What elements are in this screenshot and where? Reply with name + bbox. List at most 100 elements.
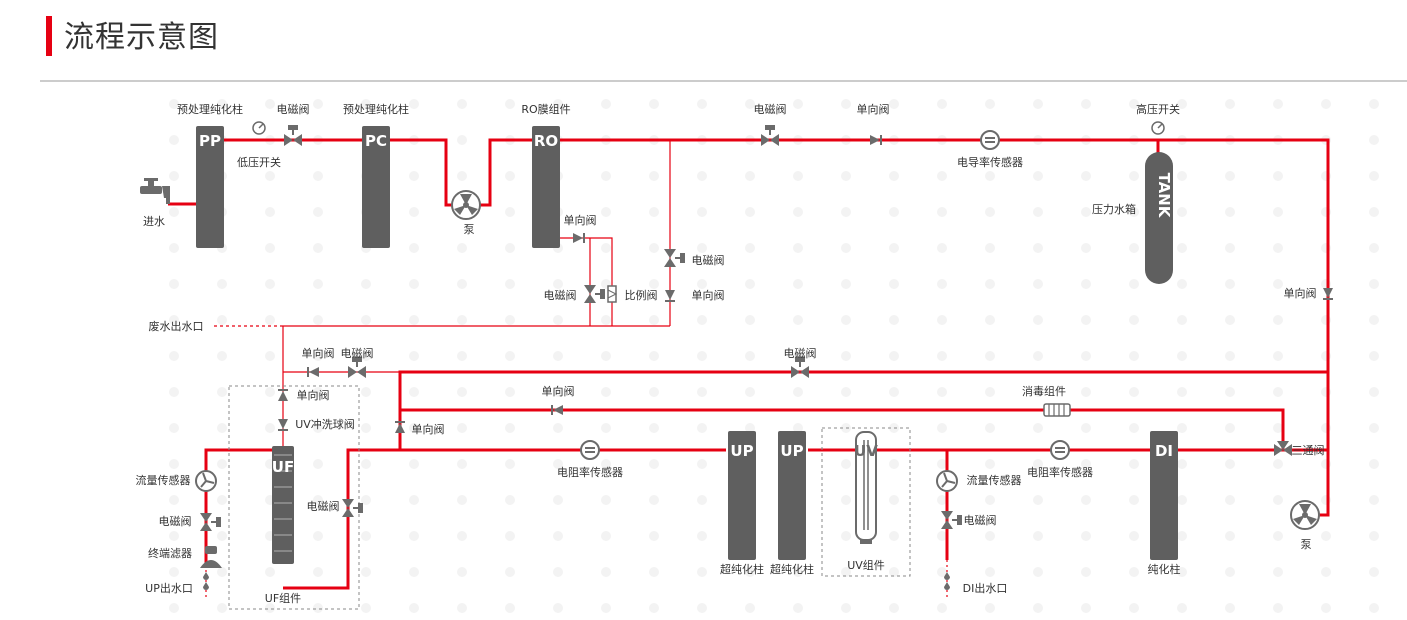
watermark-dot [457, 567, 467, 577]
watermark-dot [1369, 315, 1379, 325]
watermark-dot [553, 603, 563, 613]
uv-flush-valve-icon [278, 419, 288, 431]
watermark-dot [169, 603, 179, 613]
watermark-dot [553, 531, 563, 541]
check-valve-label-5: 单向阀 [302, 346, 335, 360]
watermark-dot [169, 207, 179, 217]
watermark-dot [457, 423, 467, 433]
watermark-dot [1369, 207, 1379, 217]
watermark-dot [1033, 459, 1043, 469]
watermark-dot [601, 171, 611, 181]
watermark-dot [745, 567, 755, 577]
watermark-dot [1177, 387, 1187, 397]
svg-text:UF: UF [272, 458, 294, 476]
watermark-dot [601, 567, 611, 577]
pump-label-1: 泵 [464, 223, 475, 236]
watermark-dot [793, 279, 803, 289]
watermark-dot [553, 279, 563, 289]
watermark-dot [937, 99, 947, 109]
watermark-dot [1177, 495, 1187, 505]
watermark-dot [697, 243, 707, 253]
watermark-dot [169, 567, 179, 577]
watermark-dot [649, 99, 659, 109]
watermark-dot [1081, 351, 1091, 361]
watermark-dot [169, 171, 179, 181]
watermark-dot [1273, 171, 1283, 181]
watermark-dot [1225, 459, 1235, 469]
watermark-dot [505, 567, 515, 577]
watermark-dot [1369, 603, 1379, 613]
uv-module-boundary [821, 427, 911, 577]
watermark-dot [937, 351, 947, 361]
watermark-dot [457, 603, 467, 613]
watermark-dot [1033, 351, 1043, 361]
check-valve-icon-8 [395, 421, 405, 433]
watermark-dot [601, 459, 611, 469]
three-way-valve-label: 三通阀 [1292, 443, 1325, 457]
watermark-dot [697, 567, 707, 577]
watermark-dot [889, 459, 899, 469]
watermark-dot [1369, 423, 1379, 433]
watermark-dot [1225, 387, 1235, 397]
watermark-dot [745, 351, 755, 361]
watermark-dot [265, 351, 275, 361]
watermark-dot [361, 459, 371, 469]
watermark-dot [553, 351, 563, 361]
conductivity-sensor-icon [980, 130, 1000, 150]
check-valve-icon-5 [307, 367, 319, 377]
watermark-dot [1273, 207, 1283, 217]
watermark-dot [361, 351, 371, 361]
watermark-dot [889, 531, 899, 541]
svg-text:DI: DI [1155, 442, 1173, 460]
ro-membrane: RO [532, 126, 560, 248]
watermark-dot [1273, 531, 1283, 541]
watermark-dot [169, 315, 179, 325]
watermark-dot [1033, 279, 1043, 289]
watermark-dot [889, 603, 899, 613]
conductivity-sensor-label: 电导率传感器 [957, 155, 1023, 169]
uf-label: UF组件 [265, 591, 301, 605]
watermark-dot [1369, 531, 1379, 541]
watermark-dot [409, 567, 419, 577]
watermark-dot [937, 531, 947, 541]
solenoid-label-5: 电磁阀 [341, 346, 374, 360]
watermark-dot [793, 423, 803, 433]
watermark-dot [1321, 531, 1331, 541]
watermark-dot [217, 99, 227, 109]
watermark-dot [1129, 351, 1139, 361]
watermark-dot [409, 495, 419, 505]
watermark-dot [841, 459, 851, 469]
watermark-dot [457, 171, 467, 181]
proportional-valve-icon [607, 285, 618, 303]
watermark-dot [169, 135, 179, 145]
watermark-dot [313, 387, 323, 397]
watermark-dot [169, 351, 179, 361]
watermark-dot [169, 387, 179, 397]
watermark-dot [601, 423, 611, 433]
watermark-dot [697, 495, 707, 505]
watermark-dot [169, 279, 179, 289]
watermark-dot [601, 531, 611, 541]
watermark-dot [1129, 567, 1139, 577]
svg-text:UP: UP [780, 442, 803, 460]
watermark-dot [217, 387, 227, 397]
watermark-dot [1225, 603, 1235, 613]
watermark-dot [793, 387, 803, 397]
svg-text:PC: PC [365, 132, 387, 150]
watermark-dot [1081, 531, 1091, 541]
watermark-dot [1081, 315, 1091, 325]
watermark-dot [1369, 135, 1379, 145]
watermark-dot [793, 315, 803, 325]
watermark-dot [745, 387, 755, 397]
watermark-dot [985, 531, 995, 541]
watermark-dot [361, 423, 371, 433]
ro-label: RO膜组件 [521, 102, 570, 116]
watermark-dot [1225, 315, 1235, 325]
watermark-dot [1273, 351, 1283, 361]
watermark-dot [601, 351, 611, 361]
watermark-dot [409, 243, 419, 253]
watermark-dot [649, 423, 659, 433]
watermark-dot [841, 495, 851, 505]
watermark-dot [937, 171, 947, 181]
watermark-dot [793, 567, 803, 577]
